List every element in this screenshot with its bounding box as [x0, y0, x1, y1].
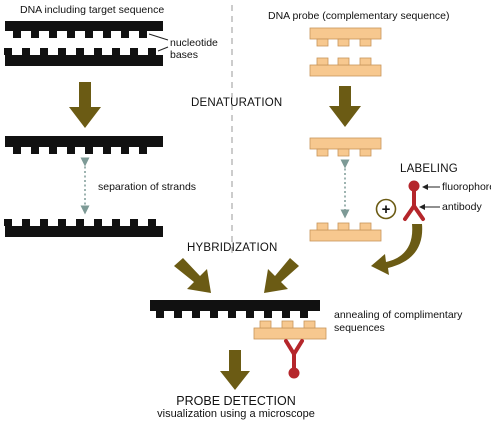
arrow-hybridization-left [174, 258, 211, 293]
label-labeling: LABELING [400, 163, 458, 175]
label-visualization: visualization using a microscope [157, 408, 315, 420]
probe-single-strand-bottom [309, 222, 382, 242]
nucleotide-pointer-2 [157, 46, 169, 52]
target-dna-double-strand [4, 21, 163, 66]
label-hybridization: HYBRIDIZATION [187, 242, 278, 254]
y-shaped-antibody-icon [403, 188, 425, 221]
target-single-strand-bottom [4, 219, 163, 237]
plus-symbol: + [382, 201, 391, 218]
label-separation: separation of strands [98, 181, 197, 193]
label-dna-probe: DNA probe (complementary sequence) [268, 10, 450, 22]
arrow-denaturation-right [329, 86, 361, 127]
arrow-denaturation-left [69, 82, 101, 128]
circle-plus-icon: + [375, 198, 397, 220]
label-dna-target: DNA including target sequence [20, 4, 165, 16]
nucleotide-pointer-1 [148, 33, 169, 41]
arrow-probe-detection [220, 350, 250, 390]
label-nucleotide: nucleotide [170, 37, 218, 49]
annealed-probe-strand [253, 320, 327, 340]
ball-fluorophore-icon [408, 180, 420, 192]
attached-antibody-icon [284, 339, 304, 371]
arrow-hybridization-right [264, 258, 299, 293]
label-fluorophore: fluorophore [442, 181, 491, 193]
attached-fluorophore-icon [288, 367, 300, 379]
label-antibody: antibody [442, 201, 482, 213]
probe-single-strand-top [309, 137, 382, 157]
probe-dna-double-strand [309, 27, 382, 77]
label-annealing-line2: sequences [334, 322, 385, 334]
annealed-target-strand [150, 300, 320, 318]
labeling-curved-arrow [371, 224, 423, 275]
label-probe-detection: PROBE DETECTION [176, 394, 296, 408]
label-denaturation: DENATURATION [191, 97, 283, 109]
label-bases: bases [170, 49, 199, 61]
target-single-strand-top [5, 136, 163, 154]
label-annealing-line1: annealing of complimentary [334, 309, 463, 321]
